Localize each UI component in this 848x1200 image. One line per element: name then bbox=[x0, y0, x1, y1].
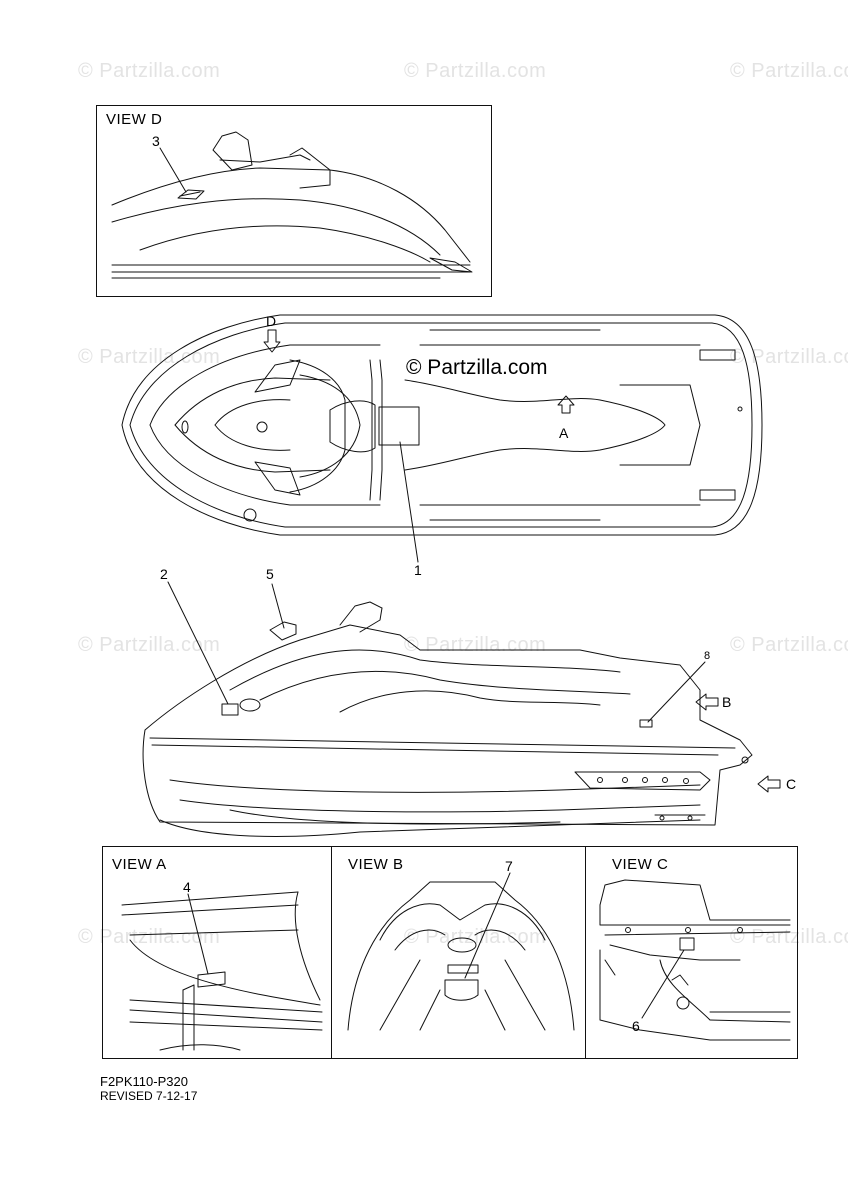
watermark: © Partzilla.com bbox=[78, 926, 221, 948]
view-d-drawing bbox=[111, 131, 473, 279]
view-a-drawing bbox=[121, 891, 323, 1051]
view-a-label: VIEW A bbox=[112, 856, 167, 873]
arrow-label-d: D bbox=[266, 313, 277, 329]
view-c-drawing bbox=[599, 879, 791, 1041]
watermark: © Partzilla.com bbox=[730, 60, 848, 82]
callout-2: 2 bbox=[160, 566, 168, 582]
watermark: © Partzilla.com bbox=[730, 346, 848, 368]
watermark: © Partzilla.com bbox=[730, 634, 848, 656]
detail-views-frame bbox=[102, 846, 798, 1059]
view-b-label: VIEW B bbox=[348, 856, 404, 873]
partzilla-watermark-main: © Partzilla.com bbox=[406, 356, 548, 379]
callout-1: 1 bbox=[414, 562, 422, 578]
side-view-drawing bbox=[142, 581, 781, 837]
arrow-label-c: C bbox=[786, 776, 797, 792]
view-c-label: VIEW C bbox=[612, 856, 669, 873]
callout-8: 8 bbox=[704, 650, 711, 662]
watermark: © Partzilla.com bbox=[404, 60, 547, 82]
callout-3: 3 bbox=[152, 133, 160, 149]
callout-7: 7 bbox=[505, 858, 513, 874]
view-b-drawing bbox=[347, 872, 575, 1031]
watermark: © Partzilla.com bbox=[78, 60, 221, 82]
arrow-label-a: A bbox=[559, 425, 569, 441]
view-d-frame bbox=[96, 105, 492, 297]
watermark: © Partzilla.com bbox=[78, 634, 221, 656]
diagram-code: F2PK110-P320 bbox=[100, 1074, 188, 1089]
callout-6: 6 bbox=[632, 1018, 640, 1034]
watermark: © Partzilla.com bbox=[730, 926, 848, 948]
top-view-drawing bbox=[121, 314, 763, 563]
view-d-label: VIEW D bbox=[106, 111, 163, 128]
watermark: © Partzilla.com bbox=[78, 346, 221, 368]
callout-5: 5 bbox=[266, 566, 274, 582]
callout-4: 4 bbox=[183, 879, 191, 895]
revision-date: REVISED 7-12-17 bbox=[100, 1089, 198, 1103]
arrow-label-b: B bbox=[722, 694, 732, 710]
view-b-c-divider bbox=[585, 846, 586, 1059]
view-a-b-divider bbox=[331, 846, 332, 1059]
